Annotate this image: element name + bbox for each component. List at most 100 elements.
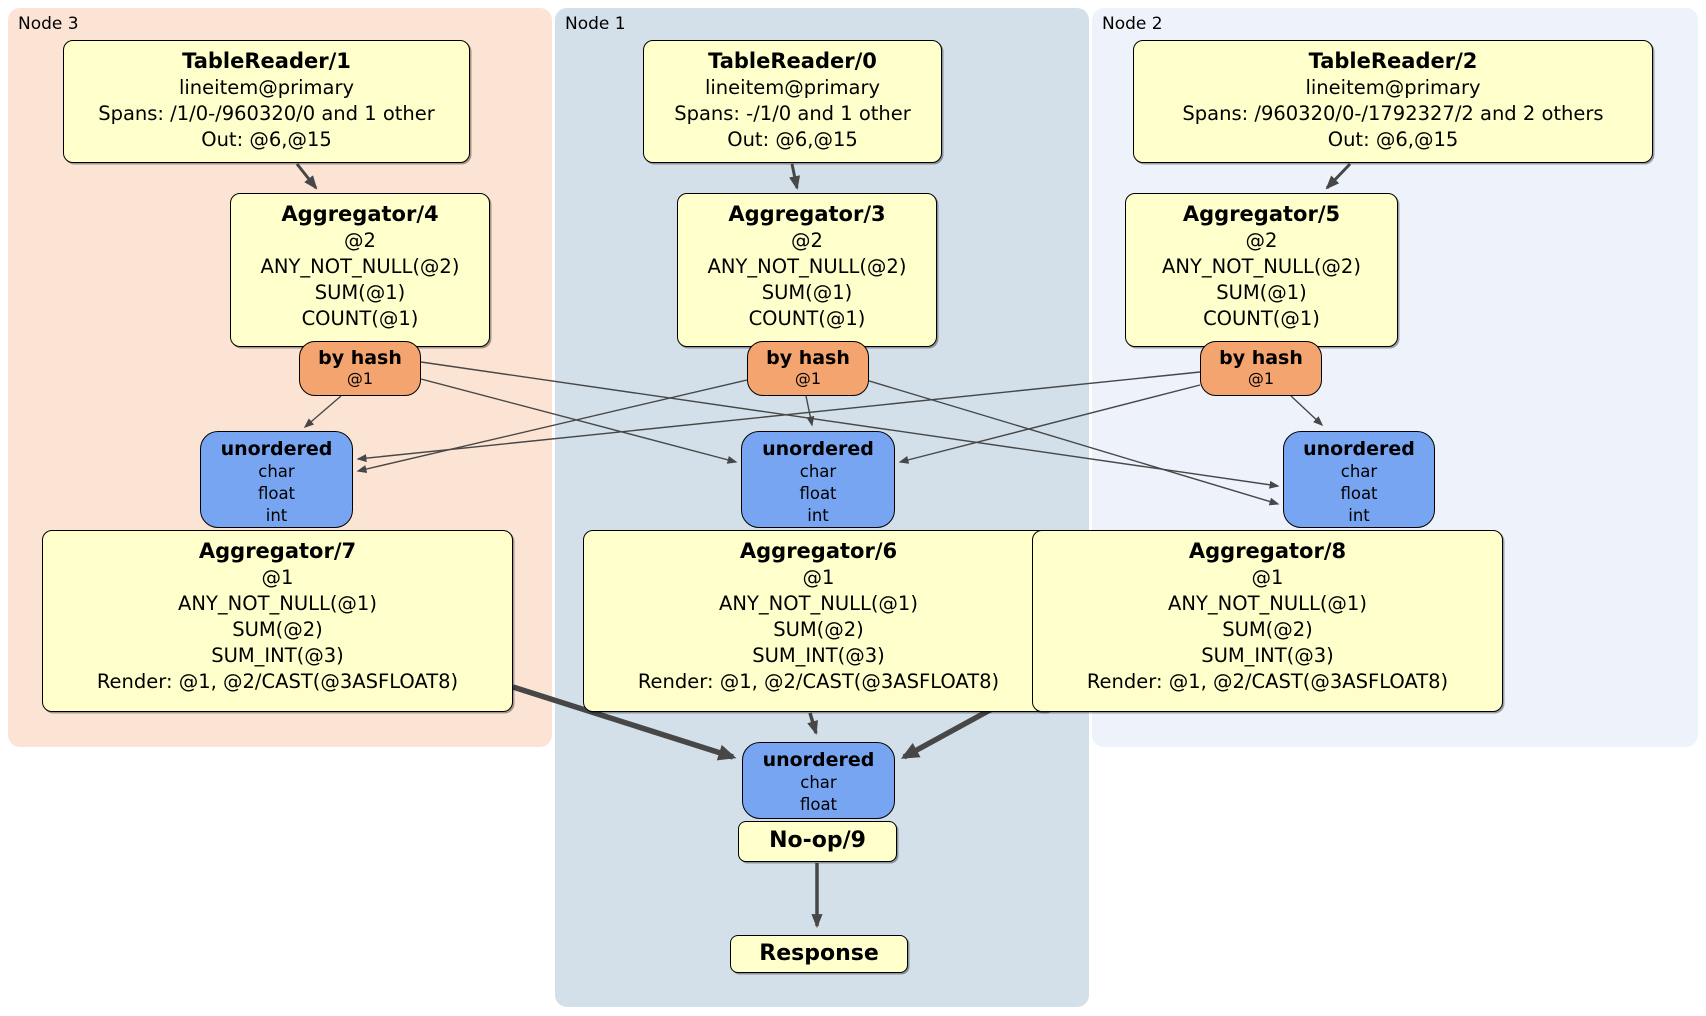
processor-groupcols: @2 xyxy=(1245,229,1278,252)
sync-type: char xyxy=(800,773,837,792)
router-by-hash-node3: by hash @1 xyxy=(299,341,421,396)
edge-hash3-sync2 xyxy=(420,361,1280,489)
processor-title: Aggregator/7 xyxy=(198,539,357,563)
sync-type: float xyxy=(257,484,296,503)
sync-label: unordered xyxy=(220,438,333,460)
processor-tablereader-0: TableReader/0 lineitem@primary Spans: -/… xyxy=(643,40,942,163)
edge-agg7-finalsync xyxy=(512,684,737,761)
sync-type: float xyxy=(799,795,838,814)
processor-aggregator-4: Aggregator/4 @2 ANY_NOT_NULL(@2) SUM(@1)… xyxy=(230,193,490,347)
router-columns: @1 xyxy=(346,369,374,388)
processor-agg-fn: ANY_NOT_NULL(@1) xyxy=(178,592,377,615)
sync-type: float xyxy=(1340,484,1378,503)
processor-index: lineitem@primary xyxy=(178,76,355,99)
processor-aggregator-3: Aggregator/3 @2 ANY_NOT_NULL(@2) SUM(@1)… xyxy=(677,193,937,347)
processor-groupcols: @1 xyxy=(261,566,294,589)
sync-type: float xyxy=(799,484,837,503)
router-label: by hash xyxy=(1219,347,1303,369)
processor-agg-fn: SUM(@2) xyxy=(1222,618,1313,641)
processor-out: Out: @6,@15 xyxy=(1327,128,1459,151)
processor-agg-fn: COUNT(@1) xyxy=(1203,307,1320,330)
edge-hash3-sync1 xyxy=(420,378,738,464)
processor-index: lineitem@primary xyxy=(1305,76,1481,99)
sync-type: char xyxy=(258,462,295,481)
processor-title: Aggregator/5 xyxy=(1182,202,1341,226)
processor-agg-fn: COUNT(@1) xyxy=(301,307,419,330)
processor-agg-fn: ANY_NOT_NULL(@2) xyxy=(707,255,907,278)
processor-out: Out: @6,@15 xyxy=(727,128,858,151)
sync-unordered-node1: unordered char float int xyxy=(741,431,895,528)
edge-tr2-agg5 xyxy=(1325,162,1352,190)
edge-hash2-sync3 xyxy=(356,371,1201,463)
edge-hash1-sync2 xyxy=(865,379,1280,506)
processor-aggregator-6: Aggregator/6 @1 ANY_NOT_NULL(@1) SUM(@2)… xyxy=(583,530,1054,712)
sync-label: unordered xyxy=(762,749,875,771)
processor-tablereader-1: TableReader/1 lineitem@primary Spans: /1… xyxy=(63,40,470,163)
router-label: by hash xyxy=(318,347,402,369)
processor-agg-fn: SUM(@1) xyxy=(761,281,853,304)
sync-unordered-node3: unordered char float int xyxy=(200,431,353,528)
edge-hash2-sync2 xyxy=(1290,395,1324,427)
processor-groupcols: @2 xyxy=(344,229,376,252)
processor-agg-fn: SUM(@2) xyxy=(232,618,323,641)
processor-agg-fn: ANY_NOT_NULL(@2) xyxy=(1162,255,1361,278)
sync-unordered-node2: unordered char float int xyxy=(1283,431,1435,528)
processor-agg-fn: SUM_INT(@3) xyxy=(211,644,344,667)
node3-label: Node 3 xyxy=(18,14,79,34)
processor-spans: Spans: /1/0-/960320/0 and 1 other xyxy=(98,102,435,125)
processor-agg-fn: ANY_NOT_NULL(@2) xyxy=(260,255,460,278)
processor-aggregator-7: Aggregator/7 @1 ANY_NOT_NULL(@1) SUM(@2)… xyxy=(42,530,513,712)
edge-tr1-agg4 xyxy=(295,163,318,190)
processor-agg-fn: COUNT(@1) xyxy=(748,307,866,330)
response-node: Response xyxy=(730,935,908,973)
processor-agg-fn: SUM_INT(@3) xyxy=(752,644,885,667)
processor-agg-fn: ANY_NOT_NULL(@1) xyxy=(1168,592,1367,615)
edge-hash3-sync3 xyxy=(303,395,342,428)
response-title: Response xyxy=(759,941,879,966)
edge-tr0-agg3 xyxy=(789,163,801,191)
processor-aggregator-5: Aggregator/5 @2 ANY_NOT_NULL(@2) SUM(@1)… xyxy=(1125,193,1398,347)
processor-groupcols: @2 xyxy=(791,229,823,252)
sync-type: int xyxy=(1348,506,1370,525)
processor-render-expr: Render: @1, @2/CAST(@3ASFLOAT8) xyxy=(637,670,1000,693)
sync-label: unordered xyxy=(1303,438,1415,460)
router-label: by hash xyxy=(766,347,850,369)
sync-type: int xyxy=(265,506,288,525)
processor-render-expr: Render: @1, @2/CAST(@3ASFLOAT8) xyxy=(96,670,459,693)
processor-title: TableReader/0 xyxy=(708,49,877,73)
processor-groupcols: @1 xyxy=(1251,566,1284,589)
processor-title: Aggregator/3 xyxy=(728,202,886,226)
processor-agg-fn: SUM(@1) xyxy=(1216,281,1307,304)
router-columns: @1 xyxy=(794,369,822,388)
processor-aggregator-8: Aggregator/8 @1 ANY_NOT_NULL(@1) SUM(@2)… xyxy=(1032,530,1503,712)
processor-title: Aggregator/8 xyxy=(1188,539,1347,563)
node1-label: Node 1 xyxy=(565,14,626,34)
processor-agg-fn: SUM(@2) xyxy=(773,618,864,641)
processor-index: lineitem@primary xyxy=(704,76,881,99)
processor-title: TableReader/2 xyxy=(1308,49,1478,73)
sync-type: char xyxy=(799,462,837,481)
processor-agg-fn: SUM_INT(@3) xyxy=(1201,644,1334,667)
processor-out: Out: @6,@15 xyxy=(201,128,332,151)
processor-title: TableReader/1 xyxy=(182,49,351,73)
sync-unordered-final: unordered char float xyxy=(742,742,895,819)
processor-tablereader-2: TableReader/2 lineitem@primary Spans: /9… xyxy=(1133,40,1653,163)
processor-spans: Spans: -/1/0 and 1 other xyxy=(674,102,911,125)
router-by-hash-node2: by hash @1 xyxy=(1200,341,1322,396)
processor-groupcols: @1 xyxy=(802,566,835,589)
edge-hash2-sync1 xyxy=(898,384,1201,464)
node2-label: Node 2 xyxy=(1102,14,1163,34)
processor-spans: Spans: /960320/0-/1792327/2 and 2 others xyxy=(1182,102,1604,125)
processor-render-expr: Render: @1, @2/CAST(@3ASFLOAT8) xyxy=(1086,670,1449,693)
router-columns: @1 xyxy=(1247,369,1275,388)
sync-type: char xyxy=(1340,462,1378,481)
sync-type: int xyxy=(807,506,829,525)
processor-title: Aggregator/6 xyxy=(739,539,898,563)
edge-hash1-sync3 xyxy=(356,379,748,473)
processor-agg-fn: SUM(@1) xyxy=(314,281,406,304)
sync-label: unordered xyxy=(762,438,874,460)
processor-title: No-op/9 xyxy=(769,828,866,853)
edge-hash1-sync1 xyxy=(805,395,815,427)
